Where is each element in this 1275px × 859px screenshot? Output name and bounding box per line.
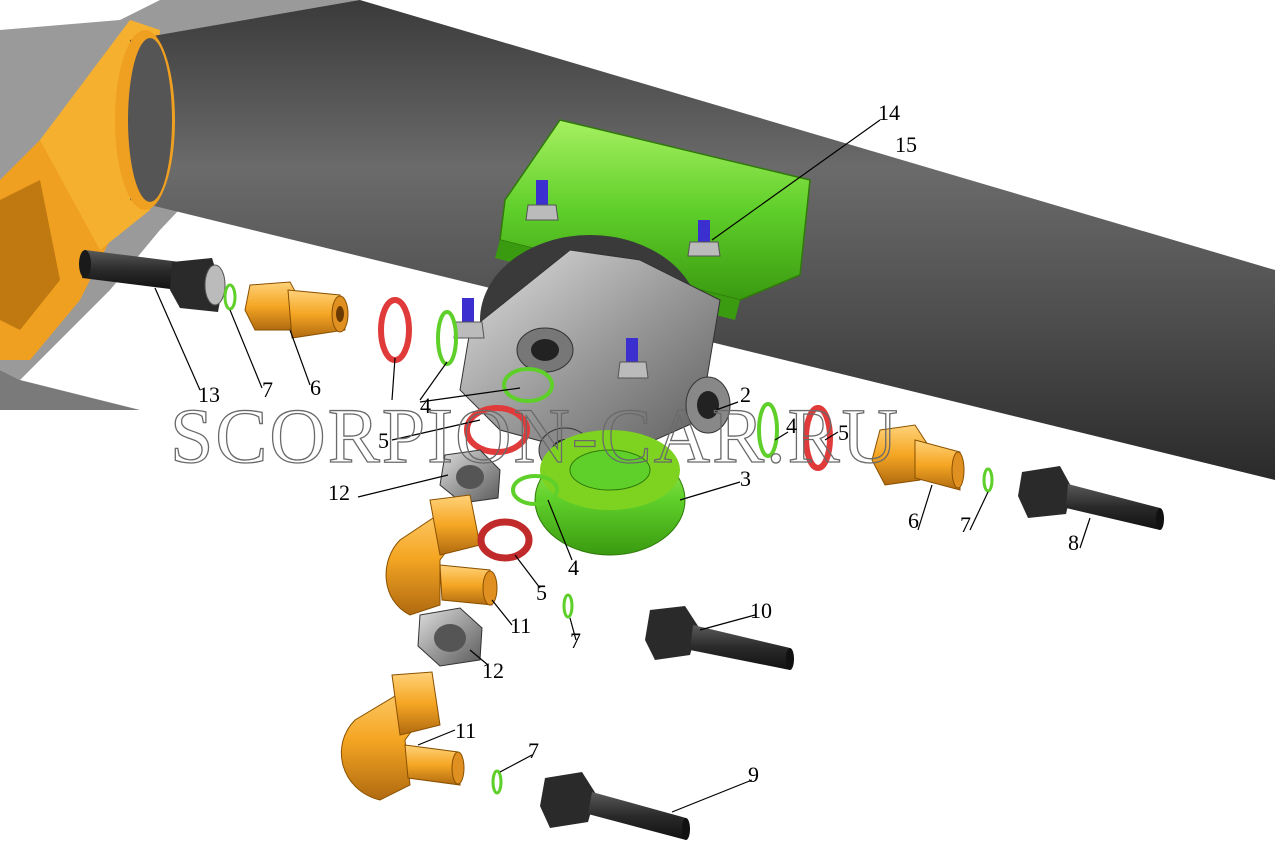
callout-6-right: 6	[908, 508, 919, 533]
leader-lines	[154, 119, 1091, 813]
o-ring-4-lower	[511, 474, 559, 506]
callout-7-left: 7	[262, 377, 273, 402]
air-pipe-9	[540, 772, 690, 840]
brass-fitting-6-left	[244, 281, 349, 339]
o-ring-4-right	[757, 402, 779, 458]
callout-12-lower: 12	[482, 658, 504, 683]
callout-3: 3	[740, 466, 751, 491]
callout-7-middle: 7	[570, 628, 581, 653]
o-ring-7-bottom	[491, 769, 503, 795]
seal-ring-5-middle	[464, 405, 530, 455]
o-ring-4-upper	[436, 310, 458, 366]
callout-12-upper: 12	[328, 480, 350, 505]
lock-nut-12-lower	[417, 607, 483, 667]
callout-5-upper: 5	[378, 428, 389, 453]
o-ring-7-right	[982, 467, 994, 493]
callout-10: 10	[750, 598, 772, 623]
callout-5-right: 5	[838, 420, 849, 445]
elbow-fitting-11-lower	[340, 671, 465, 801]
callout-5-lower: 5	[536, 580, 547, 605]
o-ring-7-left	[223, 283, 237, 311]
seal-ring-5-right	[803, 405, 833, 471]
o-ring-7-middle	[562, 593, 574, 619]
watermark-text: SCORPION-CAR.RU	[170, 392, 900, 479]
air-pipe-8	[1018, 466, 1164, 530]
air-pipe-10	[645, 606, 794, 670]
o-ring-4-middle	[502, 367, 554, 403]
callout-4-right: 4	[786, 413, 797, 438]
callout-7-right: 7	[960, 512, 971, 537]
callout-6-left: 6	[310, 375, 321, 400]
callout-2: 2	[740, 382, 751, 407]
seal-ring-5-lower	[477, 518, 533, 562]
callout-15: 15	[895, 132, 917, 157]
callout-4-lower: 4	[568, 555, 579, 580]
callout-labels: 14 15 13 7 6 4 5 2 4 5 3 12 6 7 8 4 5 11…	[198, 100, 1079, 787]
mounting-bolts	[453, 180, 721, 379]
callout-9: 9	[748, 762, 759, 787]
callout-4-upper: 4	[420, 393, 431, 418]
air-pipe-13	[79, 250, 226, 312]
seal-ring-5-upper	[378, 297, 412, 363]
filter-cartridge	[534, 430, 686, 556]
callout-7-bottom: 7	[528, 738, 539, 763]
brass-fitting-6-right	[871, 424, 965, 491]
lock-nut-12-upper	[439, 449, 501, 504]
elbow-fitting-11-upper	[385, 494, 498, 616]
callout-11-upper: 11	[510, 613, 531, 638]
callout-8: 8	[1068, 530, 1079, 555]
callout-11-lower: 11	[455, 718, 476, 743]
callout-13: 13	[198, 382, 220, 407]
callout-14: 14	[878, 100, 900, 125]
